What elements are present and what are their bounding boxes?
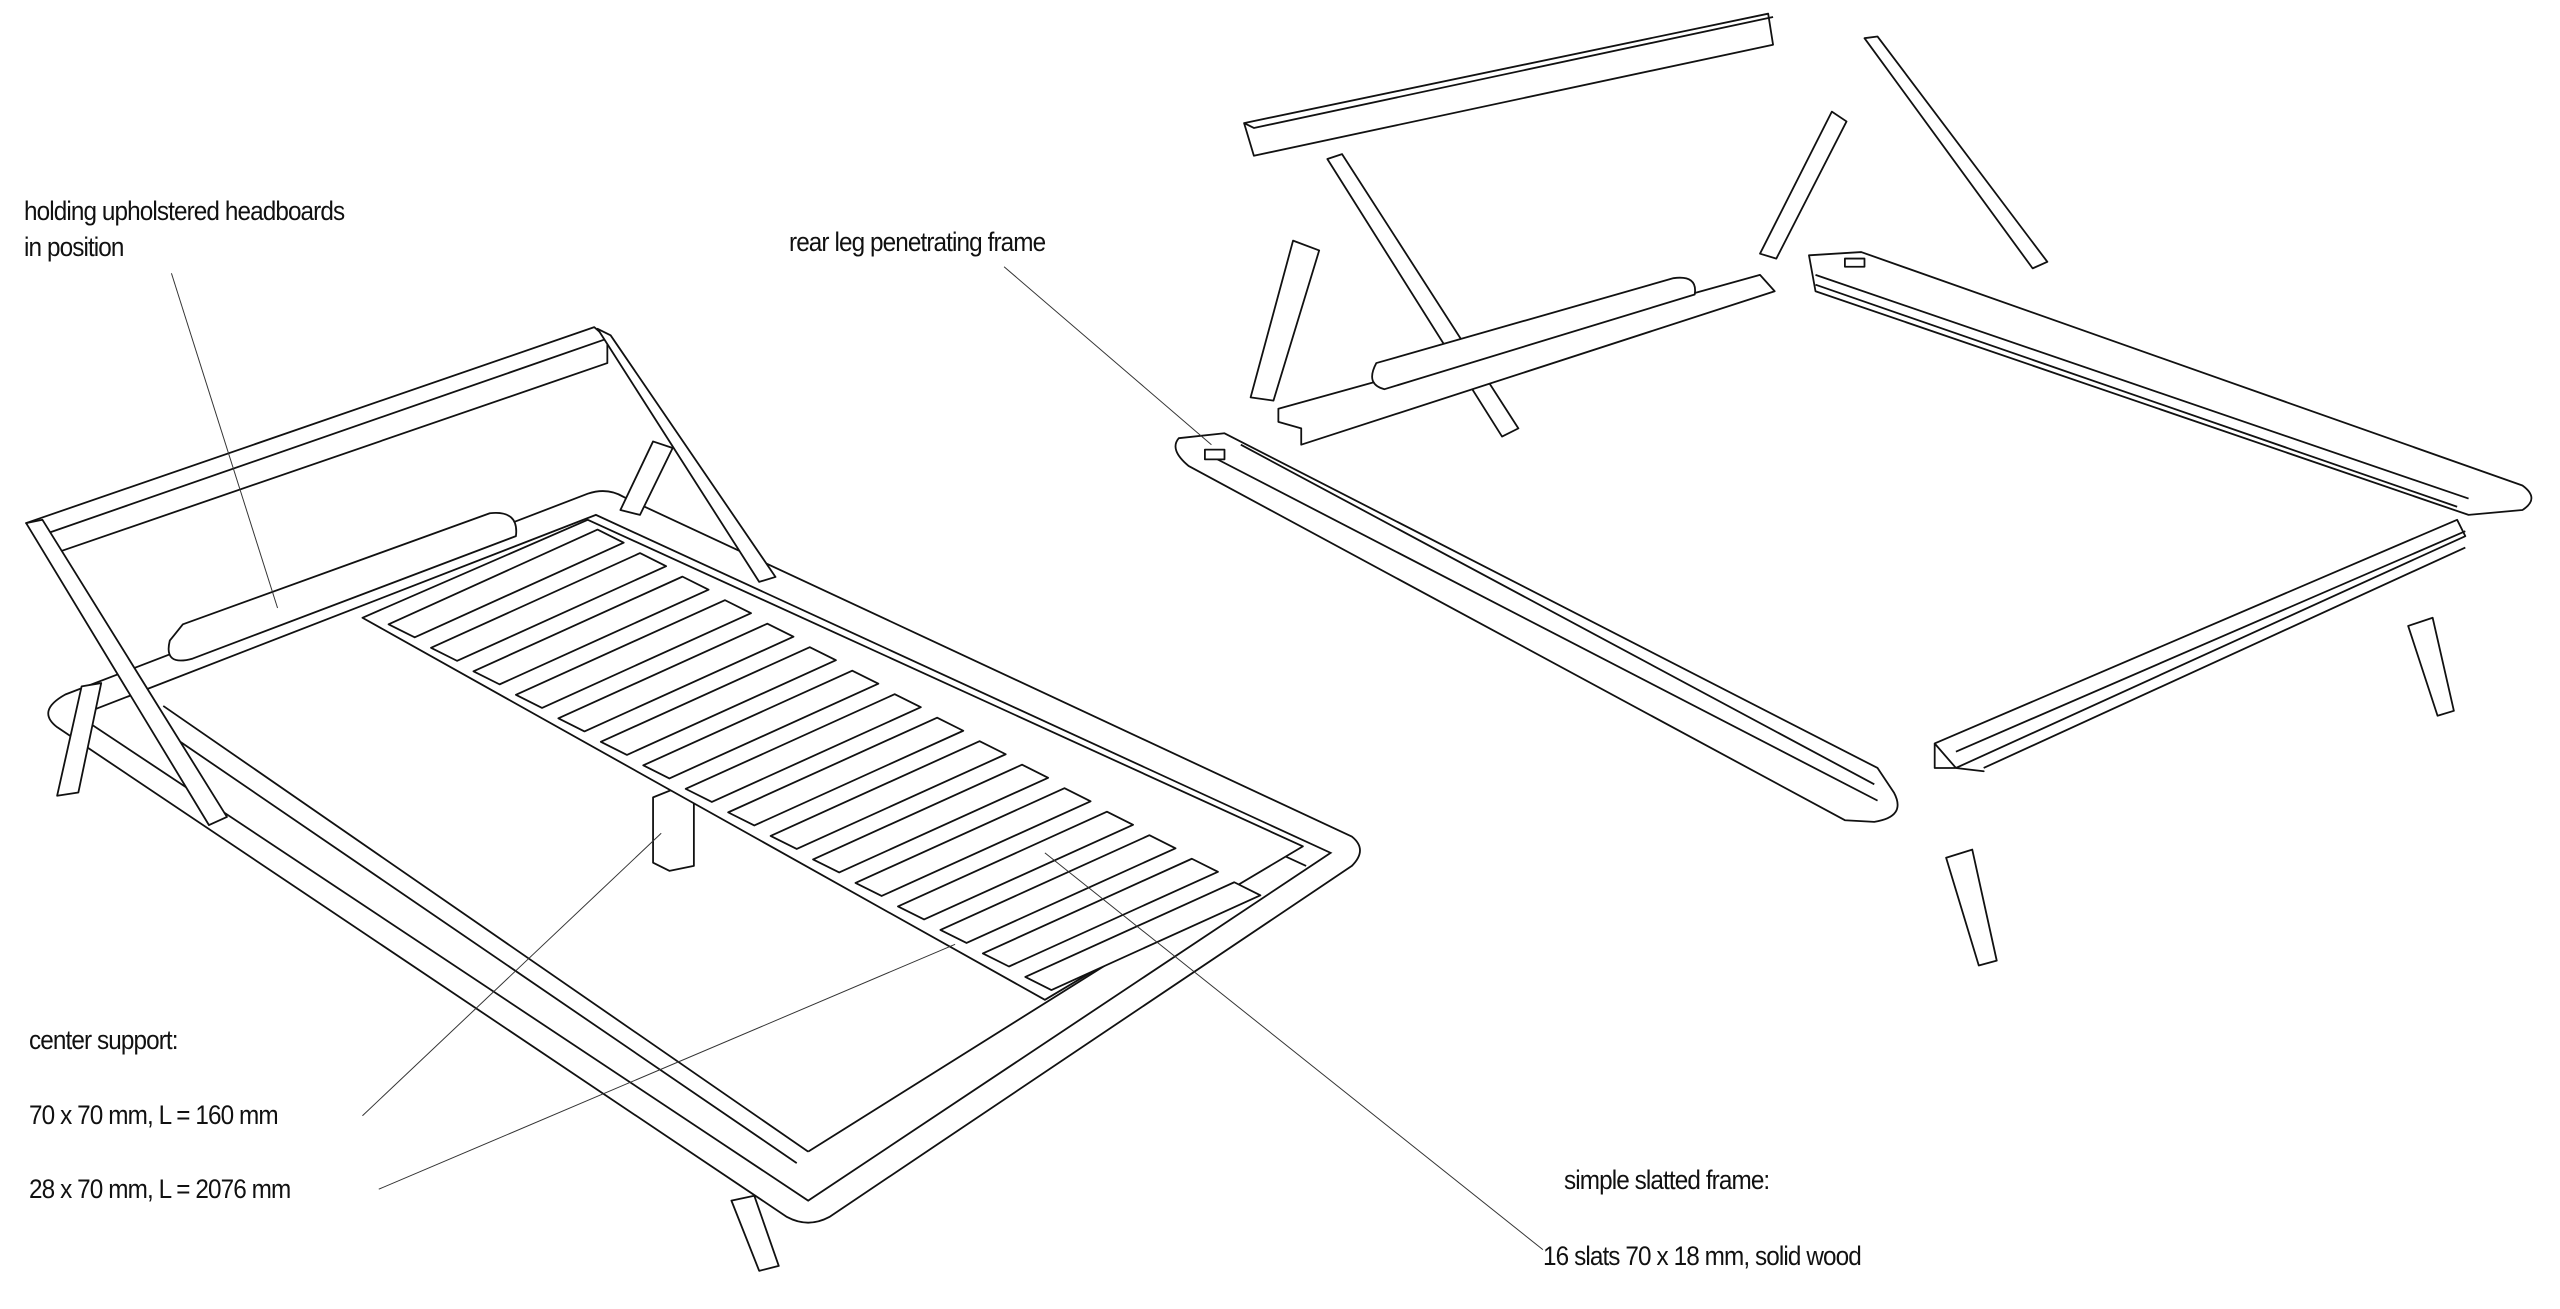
slat	[387, 528, 625, 639]
top-rail	[1243, 12, 1774, 157]
slat	[1024, 881, 1262, 991]
slats-description: 16 slats 70 x 18 mm, solid wood	[1543, 1241, 1862, 1271]
slat	[812, 763, 1050, 874]
slat	[854, 787, 1092, 897]
side-rail-inner	[146, 538, 1307, 1164]
headboard-leg-right	[596, 327, 777, 583]
rear-leg-label: rear leg penetrating frame	[789, 227, 1046, 257]
headboard-top-rail	[25, 326, 609, 554]
leader-slats	[1044, 852, 1544, 1250]
slat	[684, 693, 922, 803]
center-support-dims: 70 x 70 mm, L = 160 mm	[29, 1100, 279, 1130]
headboard-label-line2: in position	[24, 232, 124, 262]
rear-leg-1	[1759, 110, 1848, 260]
slats	[387, 528, 1262, 991]
rail-dims: 28 x 70 mm, L = 2076 mm	[29, 1174, 291, 1204]
leg-mortise	[1204, 448, 1226, 461]
headboard-label-line1: holding upholstered headboards	[24, 196, 345, 226]
slat	[981, 857, 1219, 968]
loose-leg-2	[1945, 848, 1998, 967]
front-leg	[730, 1194, 780, 1272]
rear-leg-left	[56, 682, 103, 797]
slat	[642, 669, 880, 780]
headboard-cushion	[167, 512, 518, 662]
exploded-parts	[1174, 12, 2533, 967]
leader-rail	[378, 943, 956, 1190]
leg-mortise	[1844, 257, 1866, 268]
slat	[897, 810, 1134, 921]
slat	[557, 622, 795, 733]
slat	[727, 716, 965, 827]
leader-headboard	[170, 273, 279, 609]
leader-center-support	[362, 832, 662, 1117]
right-side-rail	[1808, 251, 2533, 516]
leader-rear-leg	[1003, 266, 1212, 446]
rear-leg-2	[1249, 239, 1321, 402]
slat	[939, 834, 1177, 944]
center-support-title: center support:	[29, 1025, 178, 1055]
bed-frame-rim	[47, 490, 1361, 1224]
slat	[599, 646, 837, 756]
assembled-bed	[25, 326, 1361, 1272]
left-side-rail	[1174, 432, 1899, 823]
slat	[472, 575, 710, 686]
bed-frame-inner	[76, 513, 1333, 1202]
middle-rail	[1277, 274, 1776, 446]
rear-leg-right	[619, 440, 674, 516]
slat	[769, 740, 1007, 850]
headboard-leg-left	[25, 518, 228, 827]
diag-leg-2	[1863, 35, 2049, 270]
middle-cushion	[1371, 276, 1696, 391]
leader-lines	[170, 266, 1544, 1250]
slatted-frame-title: simple slatted frame:	[1564, 1165, 1770, 1195]
slat	[515, 599, 752, 709]
loose-leg-1	[2407, 616, 2455, 717]
slat	[430, 552, 668, 662]
front-rail-lower	[1955, 530, 2466, 769]
